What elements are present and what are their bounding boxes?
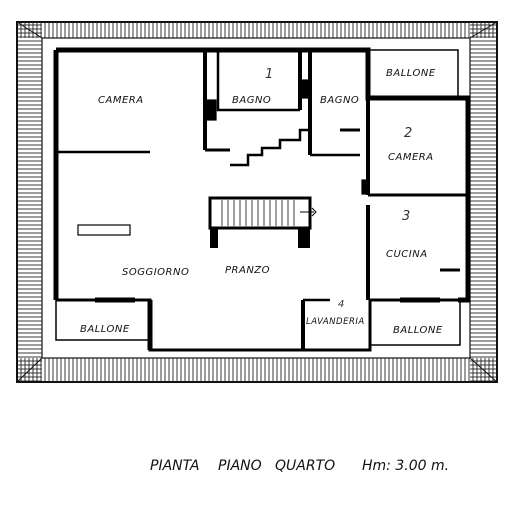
caption-word-quarto: QUARTO	[275, 458, 336, 474]
furniture	[77, 79, 369, 236]
room-label-camera-right: CAMERA	[388, 152, 434, 163]
room-label-ballone-top-right: BALLONE	[386, 68, 436, 79]
room-number-3: 3	[402, 209, 410, 224]
room-label-ballone-bottom-left: BALLONE	[80, 324, 130, 335]
room-label-bagno-1: BAGNO	[232, 95, 271, 106]
room-label-bagno-2: BAGNO	[320, 95, 359, 106]
room-label-soggiorno: SOGGIORNO	[122, 267, 189, 278]
plan-caption: PIANTA PIANO QUARTO Hm: 3.00 m.	[150, 458, 480, 482]
room-number-1: 1	[265, 67, 273, 82]
windows	[53, 95, 471, 303]
room-label-pranzo: PRANZO	[225, 265, 270, 276]
room-label-ballone-bottom-right: BALLONE	[393, 325, 443, 336]
room-label-camera-left: CAMERA	[98, 95, 144, 106]
room-label-lavanderia: LAVANDERIA	[306, 317, 365, 327]
room-number-2: 2	[404, 126, 412, 141]
room-label-cucina: CUCINA	[386, 249, 428, 260]
room-number-4: 4	[338, 299, 344, 310]
caption-height: Hm: 3.00 m.	[362, 458, 450, 474]
caption-word-piano: PIANO	[218, 458, 262, 474]
caption-word-pianta: PIANTA	[150, 458, 200, 474]
staircase	[208, 196, 317, 248]
